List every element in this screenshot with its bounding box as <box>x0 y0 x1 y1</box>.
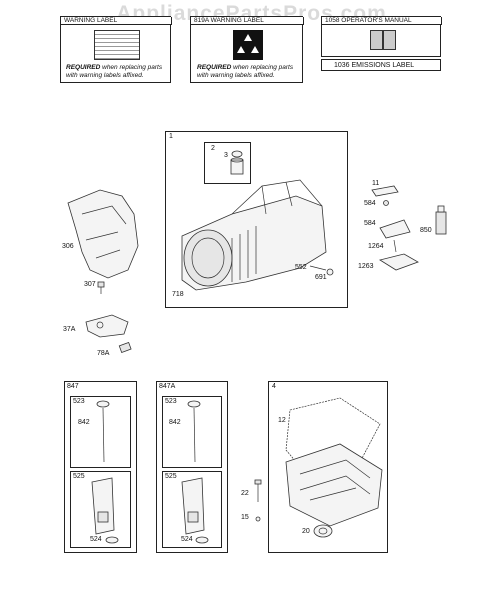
callout-718: 718 <box>172 291 184 298</box>
warning-label-a-box[interactable]: 819A WARNING LABEL REQUIRED when replaci… <box>190 16 304 83</box>
sump-cover-icon <box>285 443 383 527</box>
callout-524: 524 <box>90 536 102 543</box>
callout-691: 691 <box>315 274 327 281</box>
warning-label-title: WARNING LABEL <box>61 17 172 25</box>
blower-housing-306-icon <box>67 189 139 279</box>
breather-584-icon <box>379 200 411 239</box>
callout-525: 525 <box>73 473 85 480</box>
sleeve-subbox[interactable] <box>204 142 251 184</box>
callout-584: 584 <box>364 200 376 207</box>
callout-15: 15 <box>241 514 249 521</box>
watermark: AppliancePartsPros.com <box>116 2 387 25</box>
warning-label-a-title: 819A WARNING LABEL <box>191 17 304 25</box>
callout-584b: 584 <box>364 220 376 227</box>
warning-triangles-icon <box>237 34 259 53</box>
callout-523: 523 <box>73 398 85 405</box>
callout-307: 307 <box>84 281 96 288</box>
callout-552: 552 <box>295 264 307 271</box>
warning-label-a-image <box>233 30 263 60</box>
washer-15-icon <box>255 516 261 522</box>
required-text-a-line2: with warning labels affixed. <box>197 72 275 79</box>
pin-552-icon <box>309 265 334 276</box>
callout-524b: 524 <box>181 536 193 543</box>
warning-label-a-required-note: REQUIRED when replacing parts with warni… <box>197 64 293 80</box>
warning-label-required-note: REQUIRED when replacing parts with warni… <box>66 64 162 80</box>
cylinder-block-icon <box>181 179 327 291</box>
callout-1263: 1263 <box>358 263 374 270</box>
warning-label-box[interactable]: WARNING LABEL REQUIRED when replacing pa… <box>60 16 172 83</box>
gasket-1263-icon <box>378 239 419 271</box>
callout-525b: 525 <box>165 473 177 480</box>
callout-842b: 842 <box>169 419 181 426</box>
seal-20-icon <box>313 524 333 538</box>
breather-tube-11-icon <box>371 185 399 197</box>
callout-2: 2 <box>211 145 215 152</box>
dipstick-tube-525-icon <box>91 477 119 544</box>
callout-847A: 847A <box>159 383 176 390</box>
callout-11: 11 <box>372 180 380 187</box>
screw-307-icon <box>97 281 105 294</box>
operators-manual-box[interactable]: 1058 OPERATOR'S MANUAL <box>321 16 442 57</box>
callout-1: 1 <box>169 133 173 140</box>
bolt-22-icon <box>254 479 262 502</box>
dipstick-842-icon <box>96 400 110 463</box>
warning-label-image <box>94 30 140 60</box>
screw-78A-icon <box>118 341 132 353</box>
emissions-label-box[interactable]: 1036 EMISSIONS LABEL <box>321 59 441 71</box>
dipstick-523b-subbox[interactable] <box>162 396 222 468</box>
dipstick-842b-icon <box>187 400 201 463</box>
bracket-37A-icon <box>85 314 129 338</box>
required-text-a: when replacing parts <box>233 64 294 71</box>
sealant-850-icon <box>435 205 447 235</box>
callout-4: 4 <box>272 383 276 390</box>
required-bold: REQUIRED <box>66 64 101 71</box>
callout-78A: 78A <box>97 350 110 357</box>
callout-3: 3 <box>224 152 228 159</box>
book-icon <box>370 30 396 50</box>
operators-manual-title: 1058 OPERATOR'S MANUAL <box>322 17 442 25</box>
callout-20: 20 <box>302 528 310 535</box>
sleeve-3-icon <box>230 150 244 175</box>
required-text: when replacing parts <box>102 64 163 71</box>
dipstick-523-subbox[interactable] <box>70 396 131 468</box>
dipstick-tube-525b-icon <box>181 477 209 544</box>
callout-850: 850 <box>420 227 432 234</box>
callout-306: 306 <box>62 243 74 250</box>
callout-523b: 523 <box>165 398 177 405</box>
callout-847: 847 <box>67 383 79 390</box>
callout-37A: 37A <box>63 326 76 333</box>
required-text-line2: with warning labels affixed. <box>66 72 144 79</box>
callout-22: 22 <box>241 490 249 497</box>
required-bold-a: REQUIRED <box>197 64 232 71</box>
callout-1264: 1264 <box>368 243 384 250</box>
callout-842: 842 <box>78 419 90 426</box>
callout-12: 12 <box>278 417 286 424</box>
emissions-label-text: 1036 EMISSIONS LABEL <box>334 62 415 69</box>
